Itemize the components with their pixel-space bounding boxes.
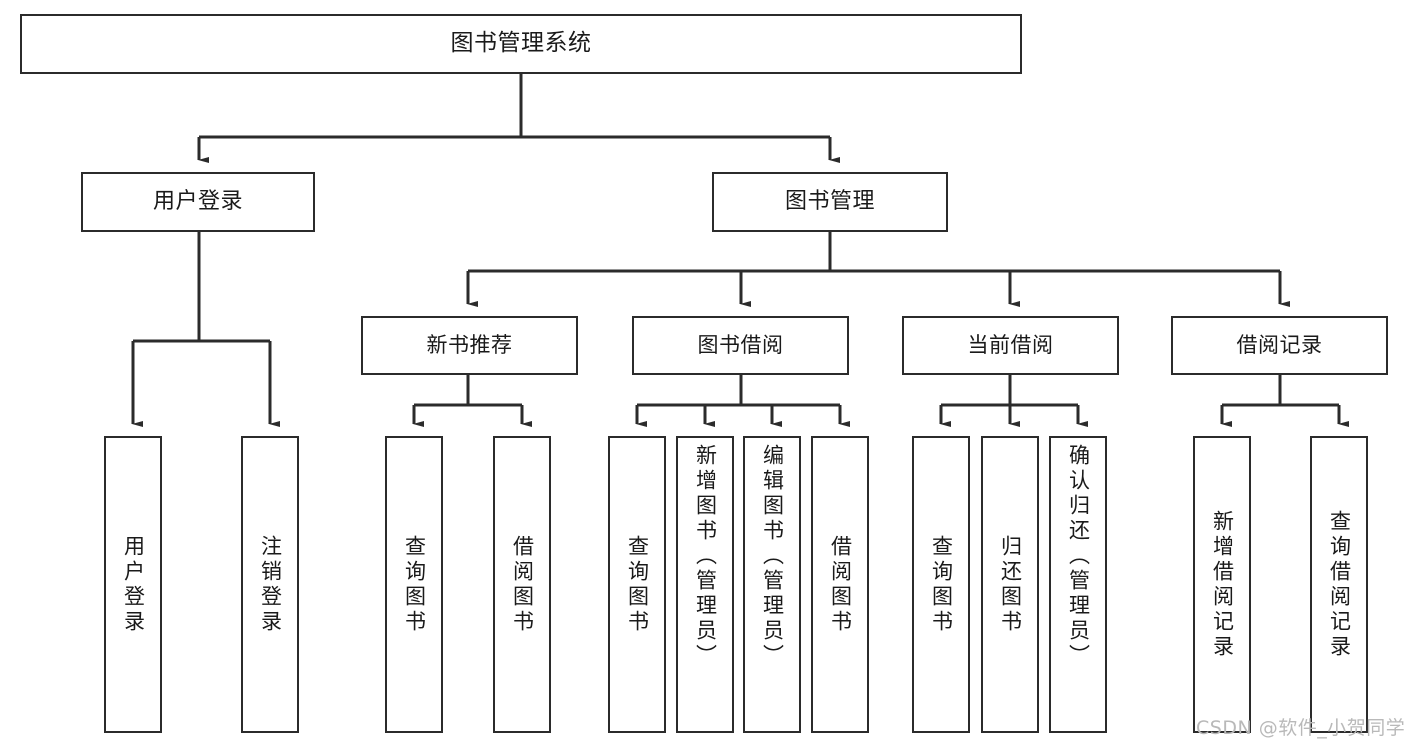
node-leaf-add-book[interactable]: 新增图书（管理员） xyxy=(676,436,734,733)
node-new-book-rec[interactable]: 新书推荐 xyxy=(361,316,578,375)
node-leaf-query-book-b[interactable]: 查询图书 xyxy=(608,436,666,733)
node-leaf-query-record[interactable]: 查询借阅记录 xyxy=(1310,436,1368,733)
node-leaf-logout-label: 注销登录 xyxy=(258,534,283,635)
node-current-borrow[interactable]: 当前借阅 xyxy=(902,316,1119,375)
node-leaf-logout[interactable]: 注销登录 xyxy=(241,436,299,733)
node-user-login[interactable]: 用户登录 xyxy=(81,172,315,232)
node-leaf-borrow-book-a-label: 借阅图书 xyxy=(510,534,535,635)
node-book-borrow[interactable]: 图书借阅 xyxy=(632,316,849,375)
node-leaf-user-login-label: 用户登录 xyxy=(121,534,146,635)
node-leaf-borrow-book-b[interactable]: 借阅图书 xyxy=(811,436,869,733)
node-leaf-query-book-c-label: 查询图书 xyxy=(929,534,954,635)
node-leaf-return-book[interactable]: 归还图书 xyxy=(981,436,1039,733)
node-leaf-query-record-label: 查询借阅记录 xyxy=(1327,509,1352,660)
node-leaf-add-record[interactable]: 新增借阅记录 xyxy=(1193,436,1251,733)
node-leaf-confirm-return-label: 确认归还（管理员） xyxy=(1066,444,1091,669)
node-current-borrow-label: 当前借阅 xyxy=(967,332,1054,357)
node-leaf-add-book-label: 新增图书（管理员） xyxy=(693,444,718,669)
node-user-login-label: 用户登录 xyxy=(152,188,243,214)
node-new-book-rec-label: 新书推荐 xyxy=(426,332,513,357)
node-root[interactable]: 图书管理系统 xyxy=(20,14,1022,74)
node-leaf-borrow-book-a[interactable]: 借阅图书 xyxy=(493,436,551,733)
node-leaf-query-book-b-label: 查询图书 xyxy=(625,534,650,635)
node-book-manage[interactable]: 图书管理 xyxy=(712,172,948,232)
node-leaf-query-book-c[interactable]: 查询图书 xyxy=(912,436,970,733)
node-leaf-query-book-a[interactable]: 查询图书 xyxy=(385,436,443,733)
node-leaf-edit-book-label: 编辑图书（管理员） xyxy=(760,444,785,669)
node-book-manage-label: 图书管理 xyxy=(784,188,875,214)
node-leaf-add-record-label: 新增借阅记录 xyxy=(1210,509,1235,660)
node-leaf-return-book-label: 归还图书 xyxy=(998,534,1023,635)
node-borrow-record[interactable]: 借阅记录 xyxy=(1171,316,1388,375)
node-book-borrow-label: 图书借阅 xyxy=(697,332,784,357)
node-leaf-borrow-book-b-label: 借阅图书 xyxy=(828,534,853,635)
node-leaf-confirm-return[interactable]: 确认归还（管理员） xyxy=(1049,436,1107,733)
node-root-label: 图书管理系统 xyxy=(450,30,592,57)
node-leaf-user-login[interactable]: 用户登录 xyxy=(104,436,162,733)
node-borrow-record-label: 借阅记录 xyxy=(1236,332,1323,357)
node-leaf-edit-book[interactable]: 编辑图书（管理员） xyxy=(743,436,801,733)
node-leaf-query-book-a-label: 查询图书 xyxy=(402,534,427,635)
